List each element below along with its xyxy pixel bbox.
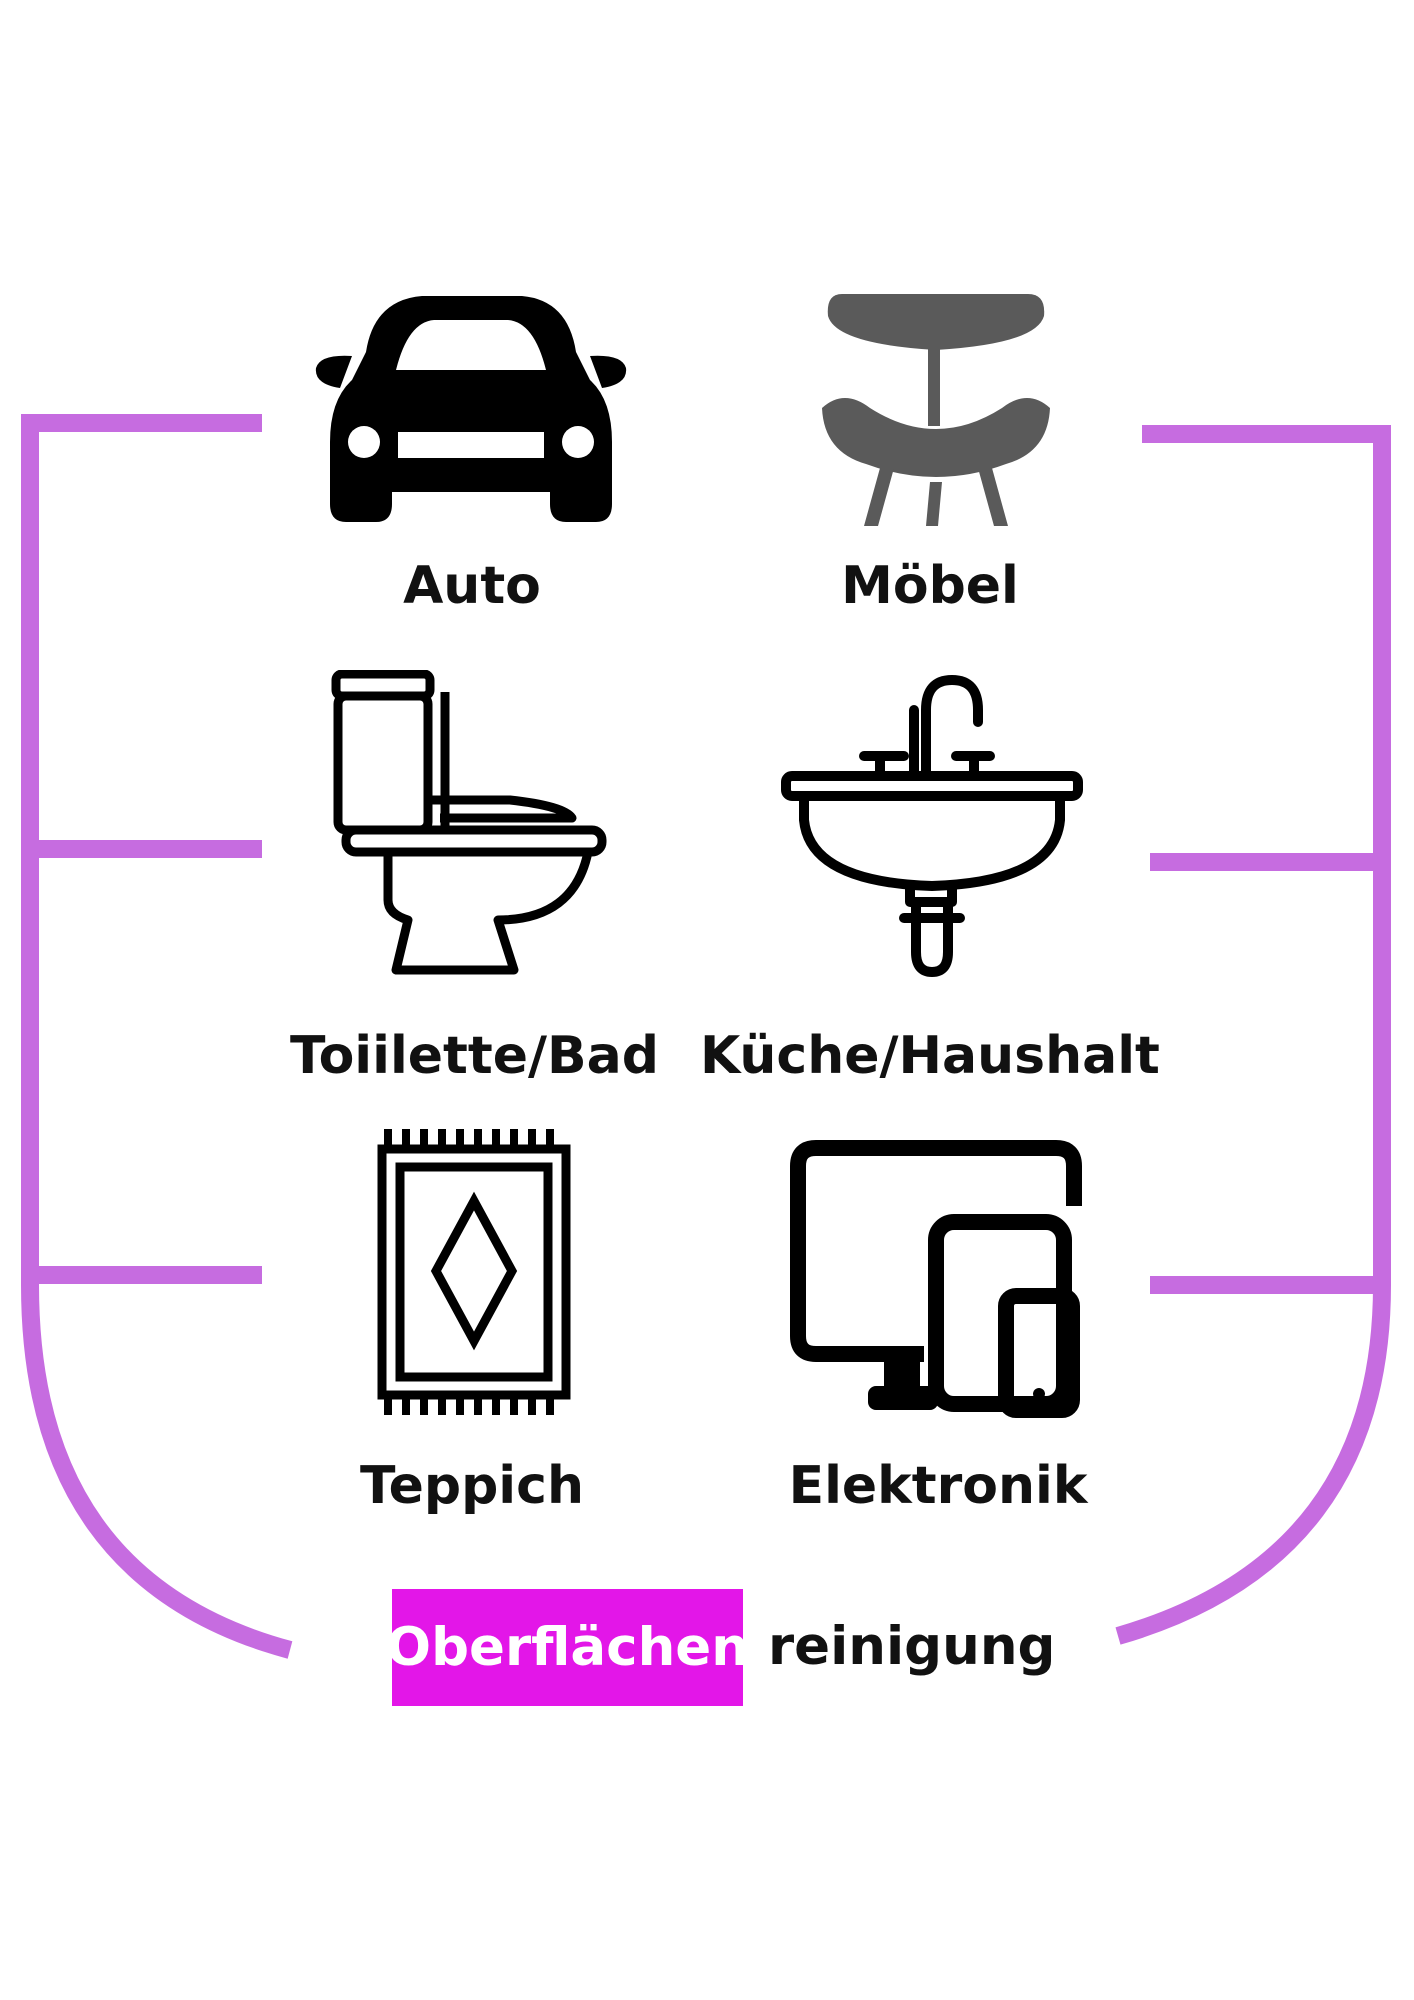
category-label-moebel: Möbel: [841, 556, 1019, 616]
suffix-word: reinigung: [768, 1616, 1056, 1677]
left-bracket: [21, 414, 293, 1659]
category-label-elektronik: Elektronik: [788, 1456, 1088, 1516]
toilet-icon: [331, 670, 607, 975]
car-icon: [315, 296, 627, 522]
rug-fringe: [384, 1129, 554, 1415]
category-label-auto: Auto: [403, 556, 541, 616]
highlight-word: Oberflächen: [386, 1589, 749, 1706]
right-bracket: [1115, 425, 1391, 1645]
devices-icon: [790, 1140, 1082, 1418]
rug-icon: [377, 1129, 571, 1415]
category-label-toilette-bad: Toiilette/Bad: [290, 1026, 659, 1086]
chair-icon: [822, 294, 1050, 526]
category-label-teppich: Teppich: [360, 1456, 584, 1516]
bracket-lines: [21, 414, 1391, 1659]
sink-icon: [781, 675, 1083, 977]
category-label-kueche-haushalt: Küche/Haushalt: [700, 1026, 1160, 1086]
